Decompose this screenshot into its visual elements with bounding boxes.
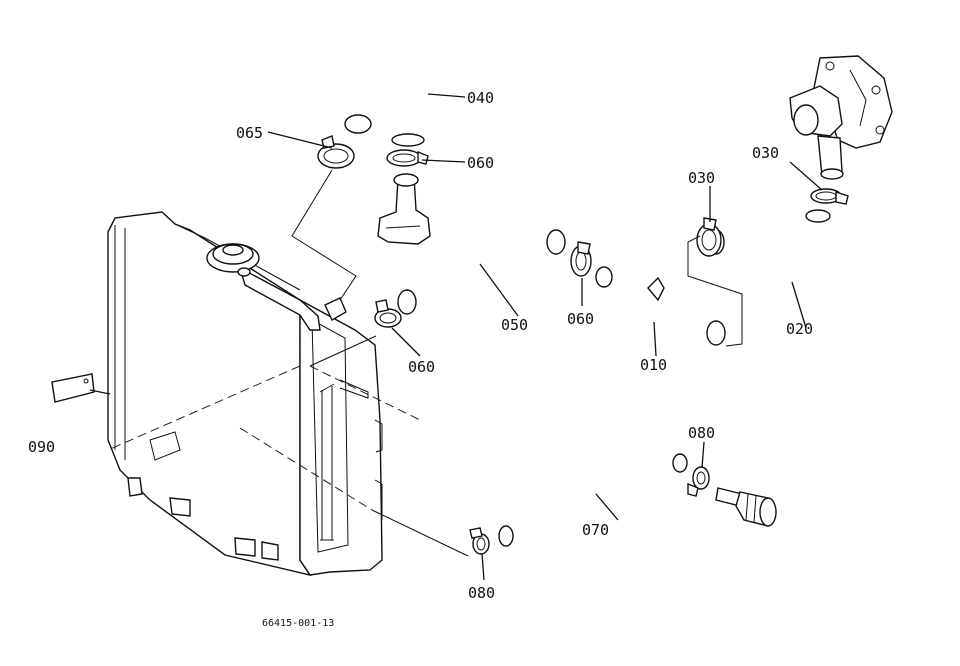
label-020: 020: [786, 320, 813, 338]
clamp-065: [317, 135, 355, 169]
hose-050: [396, 203, 574, 315]
label-080-right: 080: [688, 424, 715, 442]
label-030-right: 030: [752, 144, 779, 162]
clamp-060-left: [374, 299, 402, 328]
hose-040: [334, 36, 436, 156]
part-090-plate: [51, 373, 95, 403]
assembly-lines: [107, 169, 743, 557]
clamp-080-right: [687, 466, 710, 497]
label-070: 070: [582, 521, 609, 539]
radiator: [107, 211, 383, 577]
drain-fitting: [715, 487, 777, 527]
clamp-060-mid: [570, 241, 592, 277]
hose-070: [497, 443, 691, 547]
leader-lines: [89, 93, 823, 581]
label-060-mid: 060: [567, 310, 594, 328]
clamp-030-left: [696, 217, 722, 257]
label-080-bottom: 080: [468, 584, 495, 602]
label-060-top: 060: [467, 154, 494, 172]
clamp-030-right: [810, 188, 849, 205]
water-pump: [789, 55, 893, 180]
clamp-060-top: [386, 149, 429, 167]
hose-020: [707, 203, 833, 276]
label-040: 040: [467, 89, 494, 107]
label-030-left: 030: [688, 169, 715, 187]
pipe-010: [593, 266, 726, 346]
label-060-left: 060: [408, 358, 435, 376]
thermostat-housing: [377, 173, 431, 245]
label-050: 050: [501, 316, 528, 334]
clamp-080-bottom: [469, 527, 490, 555]
drawing-code: 66415-001-13: [262, 618, 334, 629]
label-090: 090: [28, 438, 55, 456]
label-010: 010: [640, 356, 667, 374]
radiator-cap: [206, 243, 260, 277]
part-labels: 040 065 060 030 030 050 060 060 010 020 …: [28, 89, 813, 629]
label-065: 065: [236, 124, 263, 142]
